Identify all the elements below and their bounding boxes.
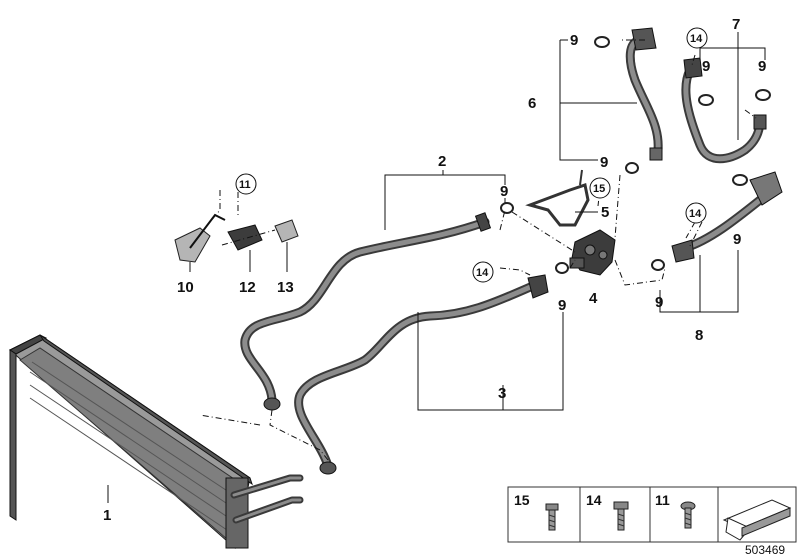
hose-part-7: [681, 57, 767, 164]
callout-9-hose7-left: 9: [702, 58, 710, 75]
callout-5: 5: [601, 204, 609, 221]
key-label-14: 14: [586, 492, 602, 508]
callout-14-hose3: 14: [476, 267, 489, 279]
callout-7: 7: [732, 16, 740, 33]
hose-part-3: [294, 274, 549, 475]
callout-9-hose6-top: 9: [570, 32, 578, 49]
callout-9-hose3: 9: [558, 297, 566, 314]
radiator-part-1: [9, 334, 304, 549]
key-label-11: 11: [655, 492, 670, 508]
orientation-arrow-icon: [722, 499, 792, 541]
callout-8: 8: [695, 327, 703, 344]
callout-15: 15: [593, 183, 605, 195]
bolt-icon-11: [680, 501, 696, 529]
bracket-part-12: [227, 224, 263, 251]
hose-part-2: [240, 212, 492, 411]
reference-number: 503469: [745, 543, 785, 557]
callout-11: 11: [239, 179, 251, 191]
bolt-icon-14: [613, 501, 629, 531]
clamp-parts-9: [500, 36, 771, 274]
callout-9-hose7-right: 9: [758, 58, 766, 75]
leader-lines: [107, 32, 766, 503]
bracket-part-13: [274, 219, 299, 243]
callout-9-hose8-left: 9: [655, 294, 663, 311]
callout-13: 13: [277, 279, 294, 296]
fastener-key-panel: 15 14 11: [507, 486, 797, 543]
callout-9-hose8-right: 9: [733, 231, 741, 248]
callout-6: 6: [528, 95, 536, 112]
callout-4: 4: [589, 290, 598, 307]
callout-labels: 1 2 3 4 5 6 7 8 9 9 9 9 9 9 9 9 10 12 13…: [103, 16, 766, 524]
callout-9-hose2: 9: [500, 183, 508, 200]
key-label-15: 15: [514, 492, 530, 508]
callout-1: 1: [103, 507, 111, 524]
hose-part-6: [625, 27, 663, 161]
callout-3: 3: [498, 385, 506, 402]
bolt-icon-15: [545, 503, 559, 531]
callout-9-hose6-bottom: 9: [600, 154, 608, 171]
valve-part-4: [569, 229, 616, 276]
callout-14-hose8: 14: [689, 208, 702, 220]
bracket-part-10: [174, 213, 226, 263]
bracket-part-5: [525, 169, 590, 227]
callout-14-hose7: 14: [690, 33, 703, 45]
hose-part-8: [671, 171, 783, 263]
callout-10: 10: [177, 279, 194, 296]
callout-2: 2: [438, 153, 446, 170]
callout-12: 12: [239, 279, 256, 296]
